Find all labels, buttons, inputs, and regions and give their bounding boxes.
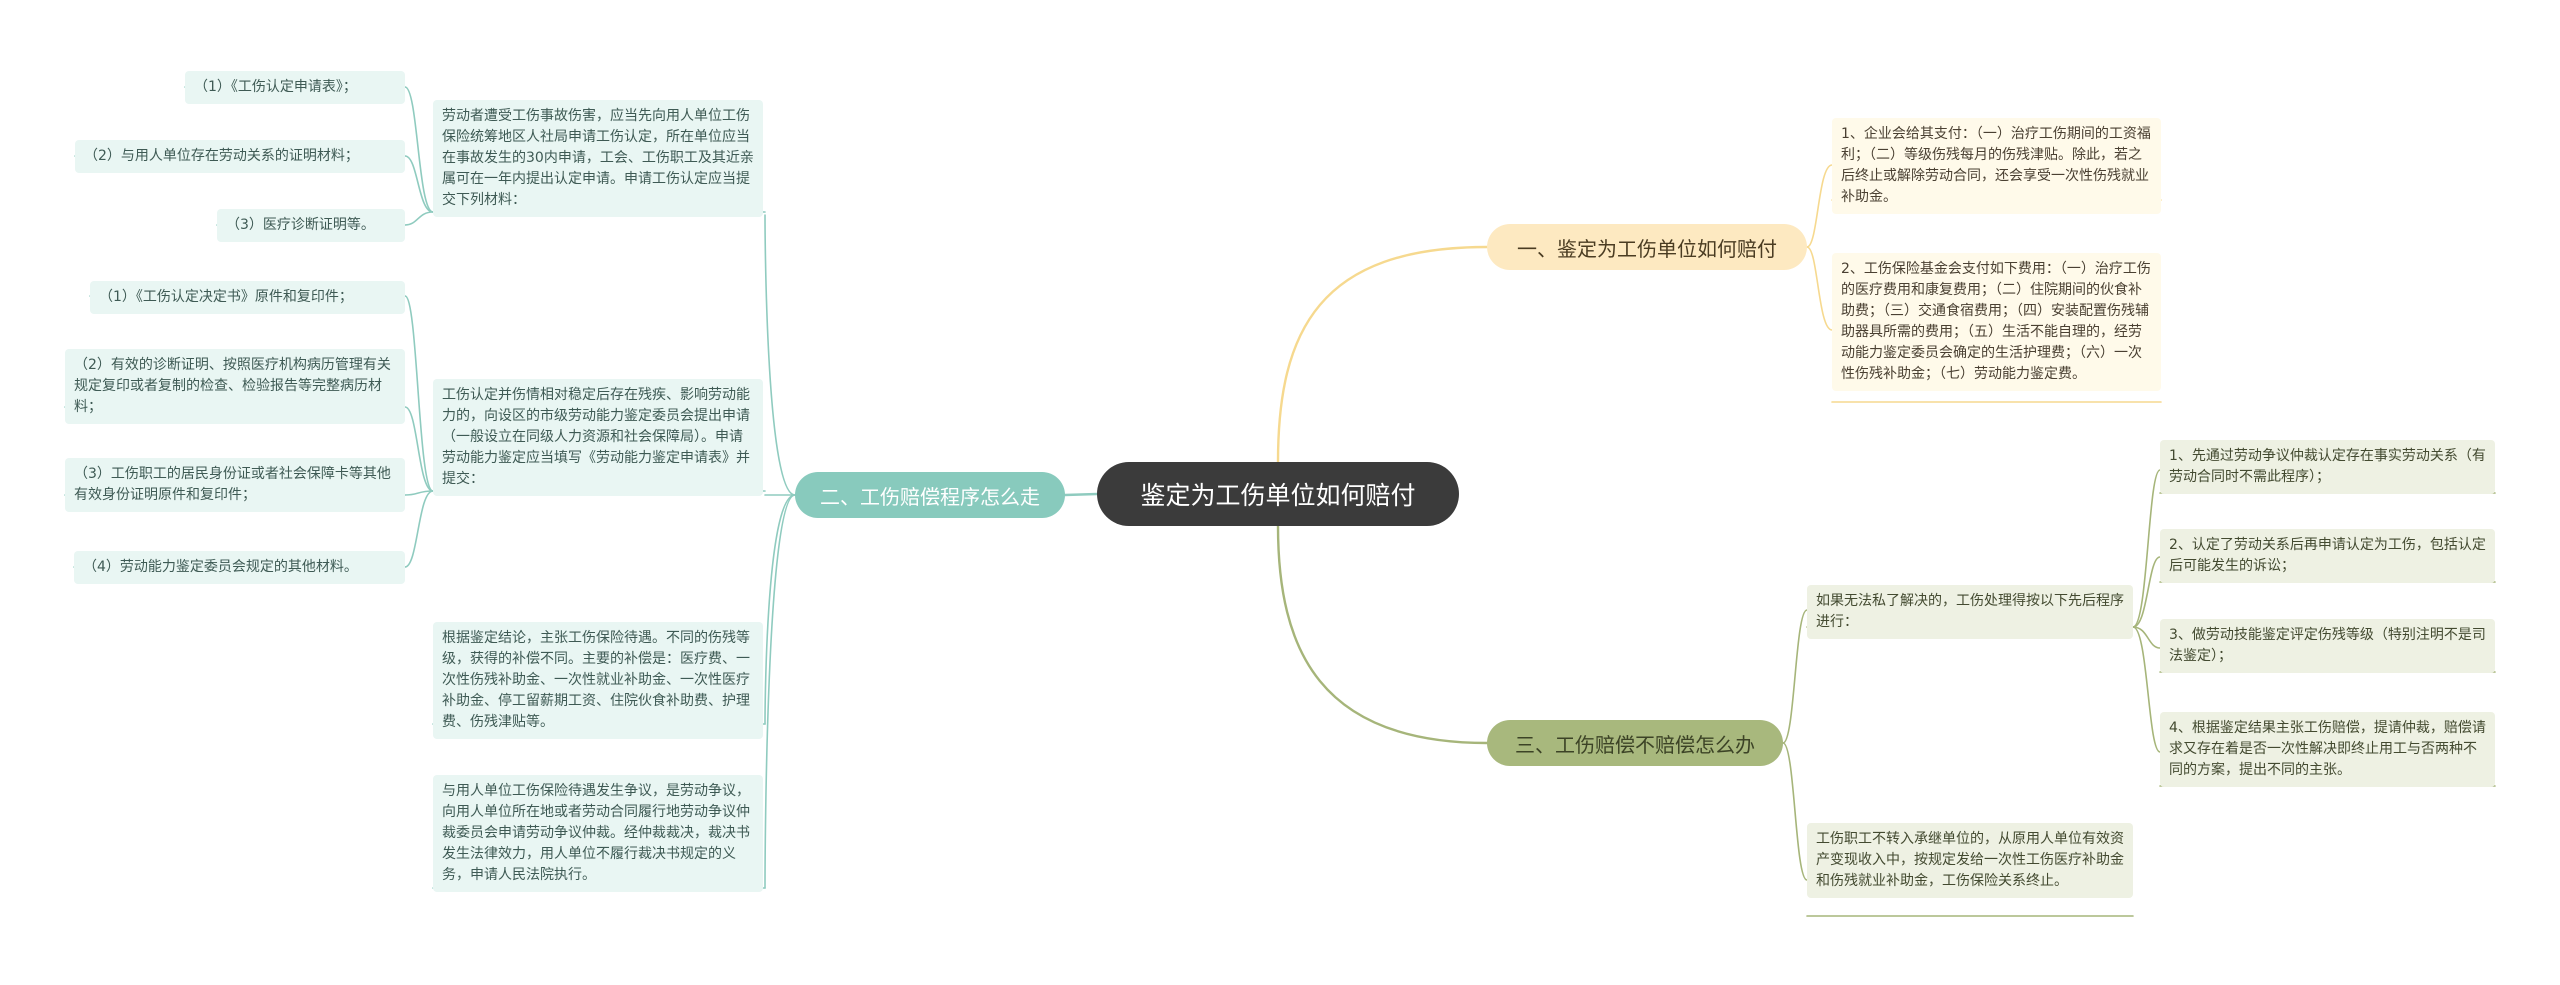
edge-b3-n2 xyxy=(1782,742,1808,881)
branch-compensation-procedure[interactable]: 二、工伤赔偿程序怎么走 xyxy=(795,472,1065,518)
edge-root-branch3 xyxy=(1276,524,1489,745)
edge-b1-item2 xyxy=(1806,246,1833,331)
b3-step-4: 4、根据鉴定结果主张工伤赔偿，提请仲裁，赔偿请求又存在着是否一次性解决即终止用工… xyxy=(2160,712,2495,787)
b3-step-1: 1、先通过劳动争议仲裁认定存在事实劳动关系（有劳动合同时不需此程序）； xyxy=(2160,440,2495,494)
b1-item-employer-payment: 1、企业会给其支付：（一）治疗工伤期间的工资福利；（二）等级伤残每月的伤残津贴。… xyxy=(1832,118,2161,214)
b3-procedure-intro: 如果无法私了解决的，工伤处理得按以下先后程序进行： xyxy=(1807,585,2133,639)
branch-no-compensation[interactable]: 三、工伤赔偿不赔偿怎么办 xyxy=(1487,720,1783,766)
b2-g1-item-2: （2）与用人单位存在劳动关系的证明材料； xyxy=(75,140,405,173)
edge-root-branch2 xyxy=(1063,492,1099,497)
b2-g1-item-1: （1）《工伤认定申请表》； xyxy=(185,71,405,104)
edge-root-branch1 xyxy=(1276,245,1489,464)
edge-b3-g1 xyxy=(1782,609,1808,744)
b2-g2-item-4: （4）劳动能力鉴定委员会规定的其他材料。 xyxy=(74,551,405,584)
edge-b2-g1 xyxy=(764,214,796,496)
edge-b2-n3 xyxy=(764,494,796,725)
root-topic[interactable]: 鉴定为工伤单位如何赔付 xyxy=(1097,462,1459,526)
b2-ability-assessment: 工伤认定并伤情相对稳定后存在残疾、影响劳动能力的，向设区的市级劳动能力鉴定委员会… xyxy=(433,379,763,496)
b2-g2-item-2: （2）有效的诊断证明、按照医疗机构病历管理有关规定复印或者复制的检查、检验报告等… xyxy=(65,349,405,424)
b2-g2-item-1: （1）《工伤认定决定书》原件和复印件； xyxy=(90,281,405,314)
b3-one-time-subsidy: 工伤职工不转入承继单位的，从原用人单位有效资产变现收入中，按规定发给一次性工伤医… xyxy=(1807,823,2133,898)
b2-labor-arbitration: 与用人单位工伤保险待遇发生争议，是劳动争议，向用人单位所在地或者劳动合同履行地劳… xyxy=(433,775,763,892)
b2-injury-recognition: 劳动者遭受工伤事故伤害，应当先向用人单位工伤保险统筹地区人社局申请工伤认定，所在… xyxy=(433,100,763,217)
b3-step-2: 2、认定了劳动关系后再申请认定为工伤，包括认定后可能发生的诉讼； xyxy=(2160,529,2495,583)
b2-insurance-claim: 根据鉴定结论，主张工伤保险待遇。不同的伤残等级，获得的补偿不同。主要的补偿是：医… xyxy=(433,622,763,739)
b3-step-3: 3、做劳动技能鉴定评定伤残等级（特别注明不是司法鉴定）； xyxy=(2160,619,2495,673)
b2-g2-item-3: （3）工伤职工的居民身份证或者社会保障卡等其他有效身份证明原件和复印件； xyxy=(65,458,405,512)
b1-item-fund-payment: 2、工伤保险基金会支付如下费用：（一）治疗工伤的医疗费用和康复费用；（二）住院期… xyxy=(1832,253,2161,391)
branch-employer-compensation[interactable]: 一、鉴定为工伤单位如何赔付 xyxy=(1487,224,1807,270)
b2-g1-item-3: （3）医疗诊断证明等。 xyxy=(217,209,405,242)
edge-b1-item1 xyxy=(1806,164,1833,248)
edge-b2-n4 xyxy=(764,494,796,889)
